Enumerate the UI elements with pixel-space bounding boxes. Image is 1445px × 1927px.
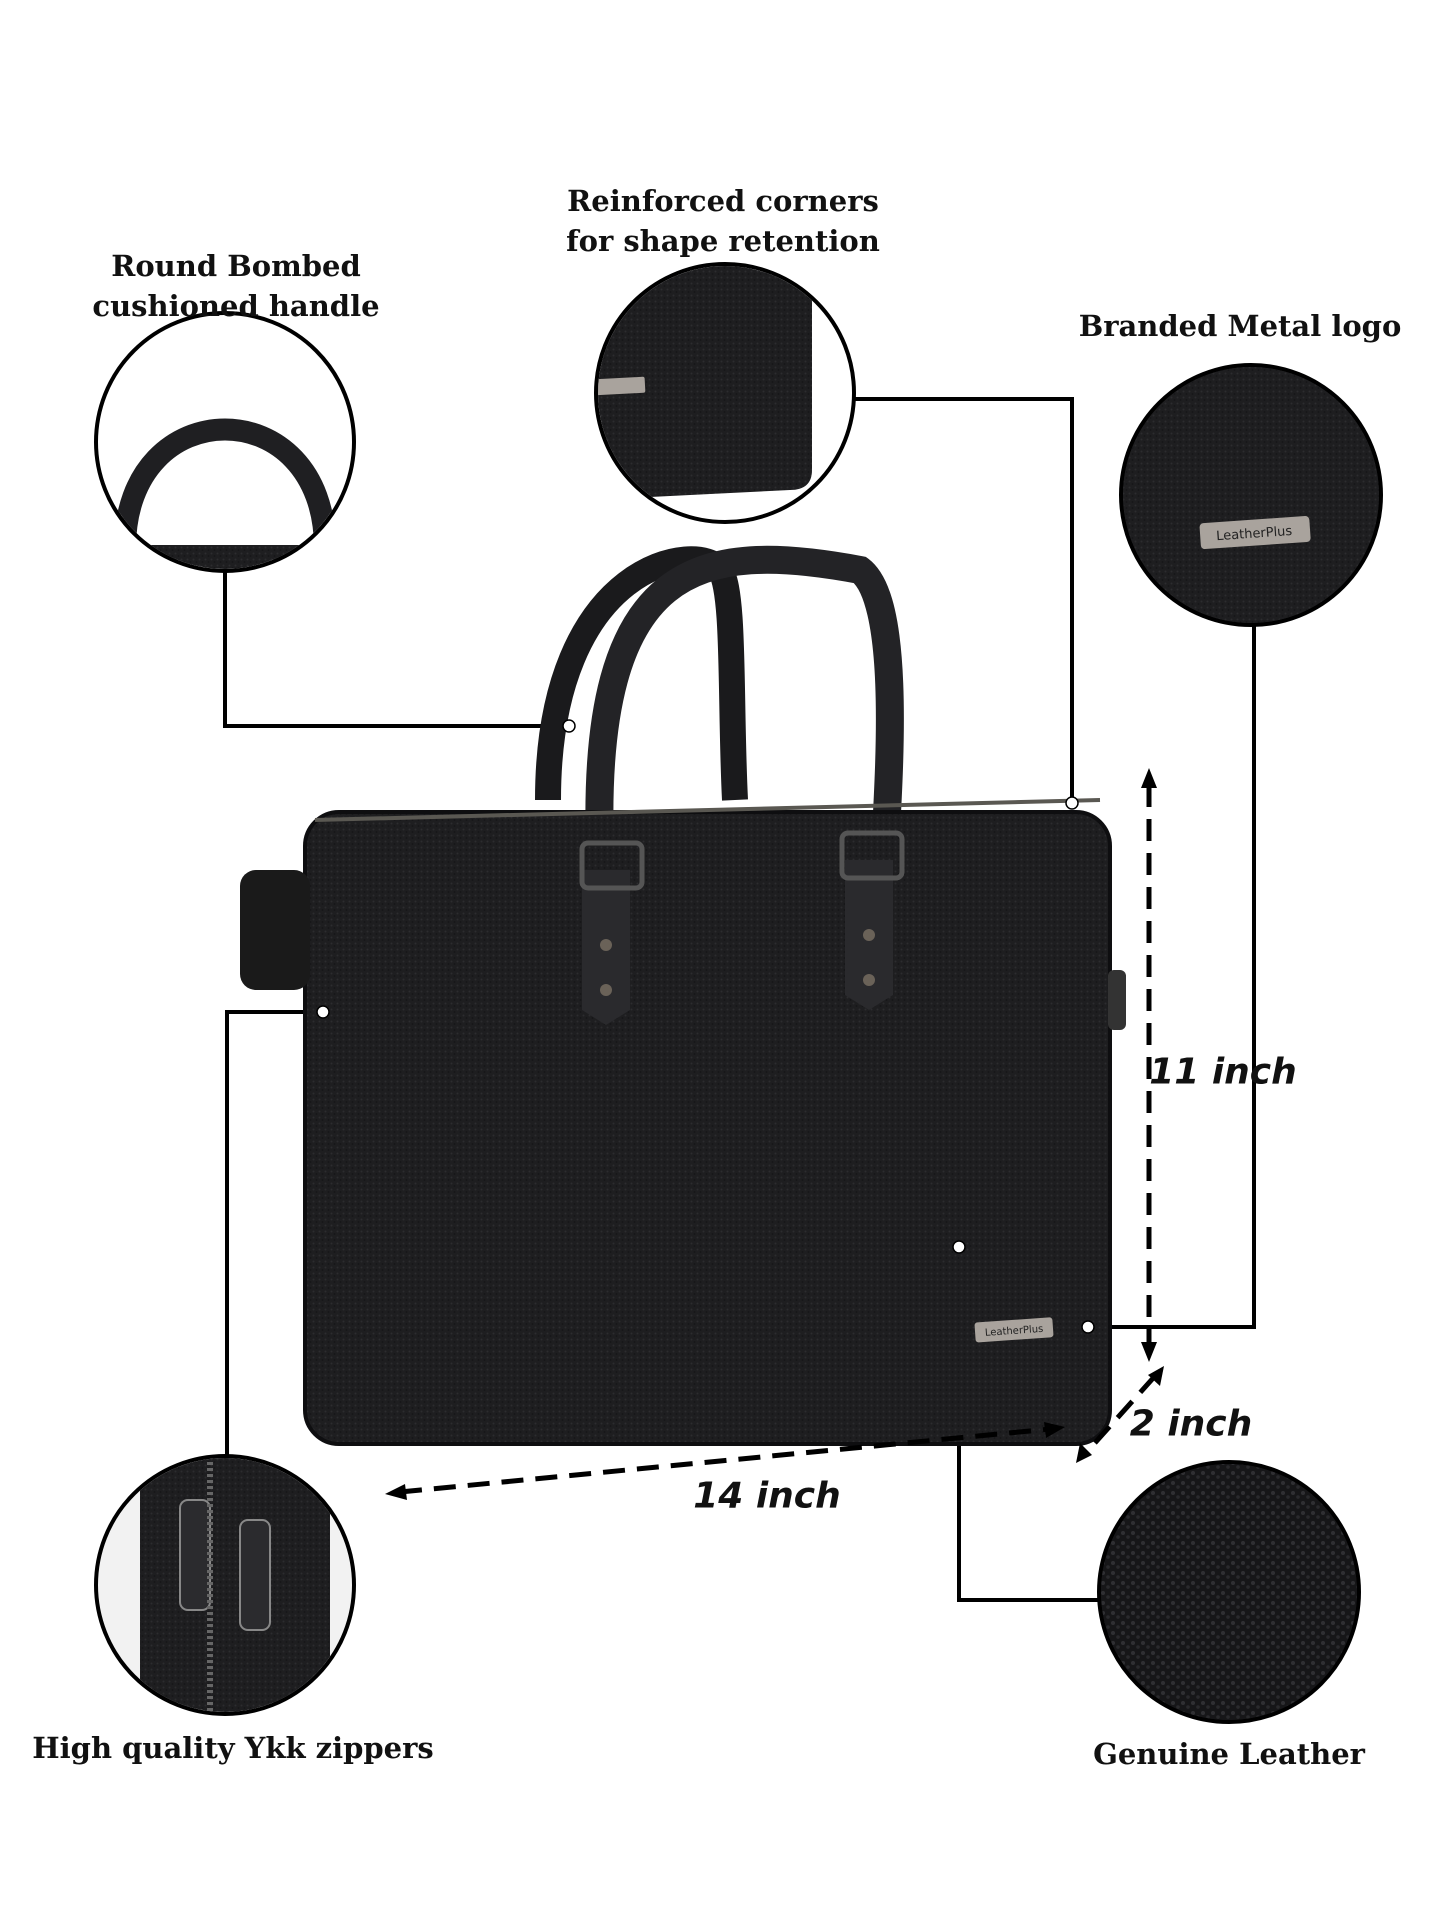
corners-connector <box>852 397 1074 803</box>
feature-label-handle: Round Bombed cushioned handle <box>92 249 380 323</box>
width-arrow <box>399 1426 1051 1495</box>
briefcase-image: LeatherPlus <box>240 545 1126 1446</box>
arrow-head-icon <box>385 1484 407 1500</box>
bag-zipper-pulls <box>240 870 310 990</box>
leather-detail-circle <box>1097 1460 1361 1724</box>
feature-label-corners: Reinforced corners for shape retention <box>566 184 880 258</box>
arrow-head-icon <box>1076 1443 1092 1463</box>
right-d-ring <box>839 830 905 881</box>
bag-logo-plate: LeatherPlus <box>974 1317 1054 1343</box>
arrow-head-icon <box>1141 1342 1157 1362</box>
handle-connector <box>223 569 569 728</box>
handle-detail-circle <box>94 311 356 573</box>
logo-plate-text: LeatherPlus <box>1216 524 1293 544</box>
handle-callout-dot <box>562 719 576 733</box>
arrow-heads <box>385 768 1164 1500</box>
depth-dimension-label: 2 inch <box>1129 1403 1253 1445</box>
leather-callout-dot <box>952 1240 966 1254</box>
zipper-callout-dot <box>316 1005 330 1019</box>
zipper-connector <box>225 1010 323 1458</box>
depth-arrow <box>1083 1374 1157 1456</box>
feature-label-leather: Genuine Leather <box>1093 1737 1365 1771</box>
bag-front-handle <box>585 545 904 851</box>
bag-logo-text: LeatherPlus <box>985 1324 1044 1339</box>
logo-detail-circle: LeatherPlus <box>1119 363 1383 627</box>
logo-callout-dot <box>1081 1320 1095 1334</box>
feature-label-logo: Branded Metal logo <box>1078 309 1402 343</box>
bag-body <box>303 810 1112 1446</box>
width-dimension-label: 14 inch <box>693 1475 841 1517</box>
zipper-detail-circle <box>94 1454 356 1716</box>
bag-zipper-track <box>314 798 1101 822</box>
rivet <box>600 984 612 996</box>
arrow-head-icon <box>1148 1366 1164 1386</box>
dimension-arrows <box>399 785 1157 1495</box>
logo-connector <box>1088 623 1256 1329</box>
corners-detail-circle <box>594 262 856 524</box>
corners-callout-dot <box>1065 796 1079 810</box>
bag-side-ring <box>1108 970 1126 1030</box>
arrow-head-icon <box>1141 768 1157 788</box>
callout-dots <box>316 719 1095 1334</box>
rivet <box>863 929 875 941</box>
rivet <box>600 939 612 951</box>
height-dimension-label: 11 inch <box>1149 1051 1297 1093</box>
rivet <box>863 974 875 986</box>
left-d-ring <box>579 840 645 891</box>
arrow-head-icon <box>1044 1422 1065 1438</box>
feature-label-zippers: High quality Ykk zippers <box>32 1731 434 1765</box>
